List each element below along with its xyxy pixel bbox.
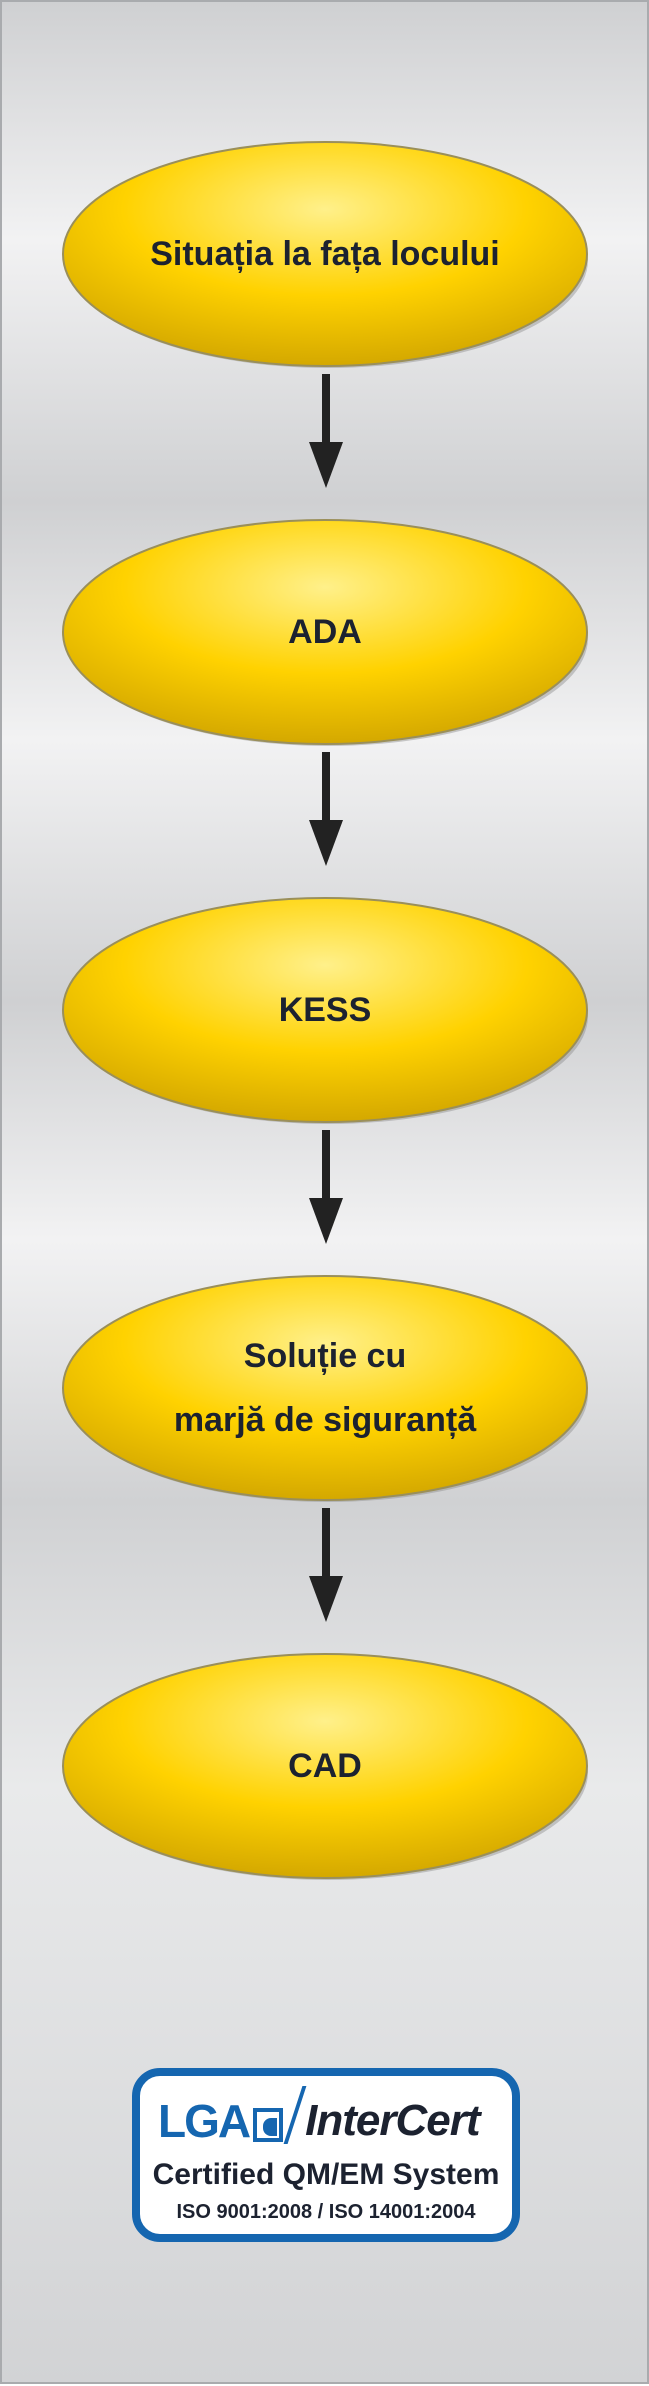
node-ellipse (62, 1653, 588, 1880)
node-ellipse (62, 519, 588, 746)
node-cad: CAD (60, 1650, 590, 1882)
node-ellipse (62, 141, 588, 368)
certification-badge: LGA InterCert Certified QM/EM System ISO… (132, 2068, 520, 2242)
node-situatia: Situația la fața locului (60, 138, 590, 370)
certification-logo: LGA InterCert (158, 2086, 480, 2147)
node-label: Soluție cu marjă de siguranță (100, 1272, 550, 1504)
node-label-line: CAD (288, 1747, 362, 1785)
node-ellipse (62, 897, 588, 1124)
node-label: KESS (100, 894, 550, 1126)
node-label-line: ADA (288, 613, 362, 651)
node-ellipse (62, 1275, 588, 1502)
node-label-line: KESS (278, 991, 372, 1029)
arrow-ada-to-kess (306, 752, 346, 866)
node-label-line: Soluție cu (243, 1337, 407, 1375)
node-label-line: marjă de siguranță (173, 1401, 477, 1439)
arrow-kess-to-solutie (306, 1130, 346, 1244)
logo-divider (283, 2086, 307, 2144)
arrow-situatia-to-ada (306, 374, 346, 488)
node-label: ADA (100, 516, 550, 748)
node-label: CAD (100, 1650, 550, 1882)
arrow-solutie-to-cad (306, 1508, 346, 1622)
certified-system-text: Certified QM/EM System (152, 2158, 500, 2191)
intercert-logo-text: InterCert (305, 2096, 480, 2145)
node-label-line: Situația la fața locului (150, 235, 500, 273)
node-label: Situația la fața locului (100, 138, 550, 370)
iso-standards-text: ISO 9001:2008 / ISO 14001:2004 (176, 2201, 476, 2223)
node-ada: ADA (60, 516, 590, 748)
node-kess: KESS (60, 894, 590, 1126)
node-solutie: Soluție cu marjă de siguranță (60, 1272, 590, 1504)
lga-mark-icon (253, 2108, 284, 2142)
lga-logo-text: LGA (158, 2095, 251, 2147)
